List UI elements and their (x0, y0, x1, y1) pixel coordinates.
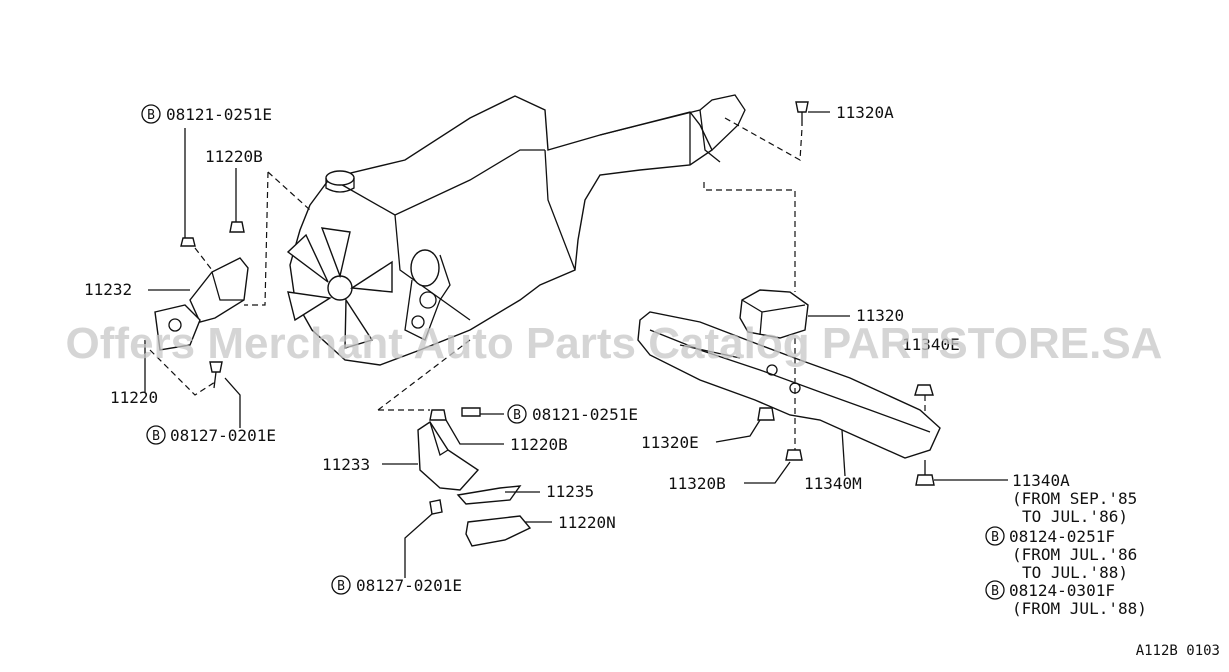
timing-components (404, 249, 451, 341)
label-08127-0201e-bottom: 08127-0201E (356, 576, 462, 595)
svg-text:B: B (147, 108, 155, 123)
label-11233: 11233 (322, 455, 370, 474)
note-to-jul-86: TO JUL.'86) (1022, 507, 1128, 526)
label-11340a: 11340A (1012, 471, 1070, 490)
bolt-marker-5: B (985, 526, 1005, 546)
note-08124-0251f: 08124-0251F (1009, 527, 1115, 546)
bolt-marker-1: B (141, 104, 161, 124)
engine-assembly (289, 94, 746, 366)
label-11320a: 11320A (836, 103, 894, 122)
label-11340m: 11340M (804, 474, 862, 493)
label-11340e: 11340E (902, 335, 960, 354)
front-mount-group (417, 407, 532, 547)
bolt-marker-4: B (331, 575, 351, 595)
bolt-marker-3: B (507, 404, 527, 424)
label-11320: 11320 (856, 306, 904, 325)
label-08121-0251e-mid: 08121-0251E (532, 405, 638, 424)
svg-text:B: B (337, 579, 345, 594)
label-11220b-top: 11220B (205, 147, 263, 166)
note-to-jul-88: TO JUL.'88) (1022, 563, 1128, 582)
crossmember-group (637, 101, 941, 486)
svg-text:B: B (152, 429, 160, 444)
label-11320e: 11320E (641, 433, 699, 452)
svg-text:B: B (513, 408, 521, 423)
bolt-marker-6: B (985, 580, 1005, 600)
svg-text:B: B (991, 584, 999, 599)
bolt-marker-2: B (146, 425, 166, 445)
note-from-jul-88: (FROM JUL.'88) (1012, 599, 1147, 618)
diagram-code: A112B 0103 (1136, 643, 1220, 659)
note-08124-0301f: 08124-0301F (1009, 581, 1115, 600)
label-08127-0201e-left: 08127-0201E (170, 426, 276, 445)
label-11220b-mid: 11220B (510, 435, 568, 454)
note-from-sep-85: (FROM SEP.'85 (1012, 489, 1137, 508)
label-11320b: 11320B (668, 474, 726, 493)
label-11232: 11232 (84, 280, 132, 299)
svg-text:B: B (991, 530, 999, 545)
watermark-text: Offers Merchant Auto Parts Catalog PARTS… (66, 319, 1163, 368)
note-from-jul-86: (FROM JUL.'86 (1012, 545, 1137, 564)
cooling-fan (286, 227, 393, 349)
left-mount-group (154, 221, 249, 389)
label-11220n: 11220N (558, 513, 616, 532)
label-08121-0251e-top: 08121-0251E (166, 105, 272, 124)
label-11220: 11220 (110, 388, 158, 407)
label-11235: 11235 (546, 482, 594, 501)
